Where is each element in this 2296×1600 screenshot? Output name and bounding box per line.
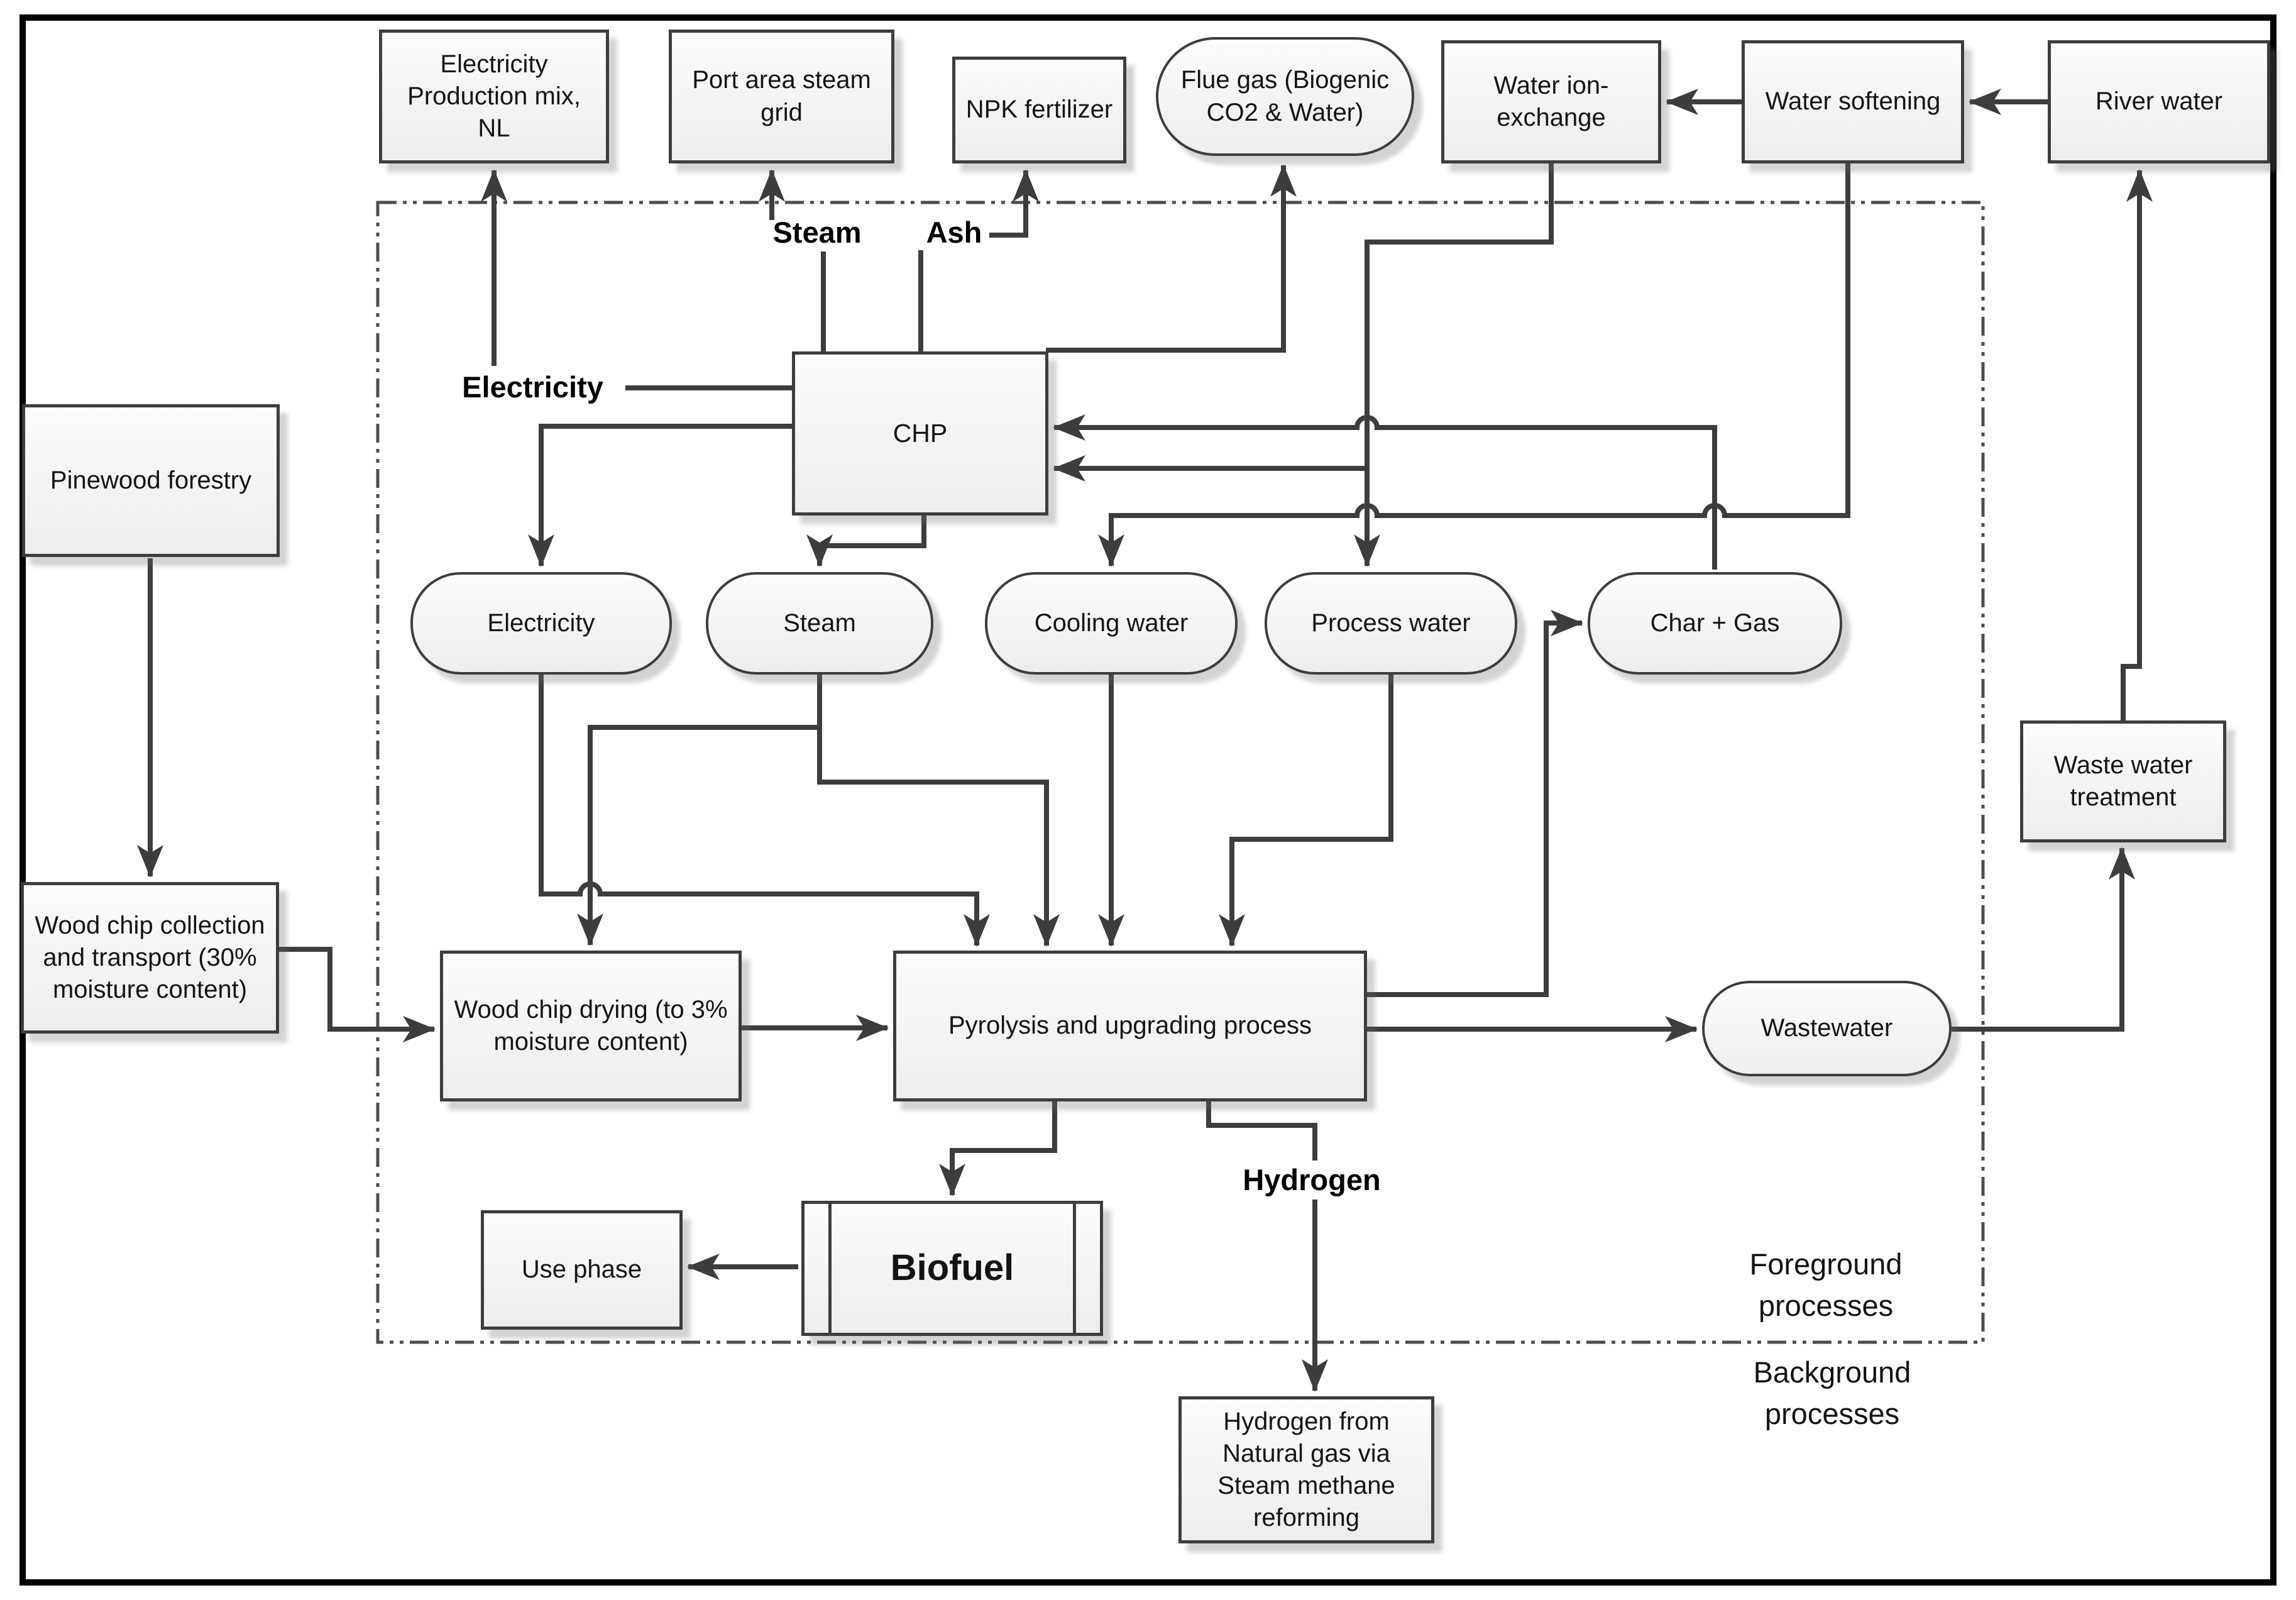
- node-char-gas: Char + Gas: [1588, 572, 1842, 675]
- arrow-char-gas-to-chp: [1053, 414, 1717, 570]
- arrow-pyrolysis-to-biofuel: [939, 1101, 1057, 1196]
- arrow-chp-to-electricity-carrier: [528, 424, 792, 567]
- node-flue-gas: Flue gas (Biogenic CO2 & Water): [1156, 37, 1414, 156]
- node-label: River water: [2095, 87, 2223, 116]
- node-label: Wastewater: [1760, 1014, 1893, 1042]
- node-pyrolysis: Pyrolysis and upgrading process: [893, 951, 1367, 1101]
- node-label: Biofuel: [890, 1247, 1014, 1289]
- node-wood-chip-collection: Wood chip collection and transport (30% …: [21, 882, 279, 1034]
- node-label: Pinewood forestry: [50, 466, 252, 494]
- node-label: Water softening: [1765, 87, 1941, 116]
- label-ash: Ash: [910, 214, 998, 251]
- node-wood-chip-drying: Wood chip drying (to 3% moisture content…: [440, 951, 742, 1101]
- arrow-pyrolysis-to-char-gas: [1367, 610, 1583, 997]
- node-hydrogen-smr: Hydrogen from Natural gas via Steam meth…: [1178, 1396, 1434, 1543]
- node-process-water: Process water: [1265, 572, 1517, 675]
- arrow-chp-to-flue-gas: [1046, 164, 1297, 353]
- node-npk-fertilizer: NPK fertilizer: [952, 57, 1126, 163]
- arrow-process-water-to-pyrolysis: [1219, 675, 1393, 947]
- arrow-ion-exchange-to-process-water: [1354, 163, 1554, 567]
- label-text: Steam: [772, 216, 862, 250]
- label-foreground-processes: Foreground processes: [1691, 1244, 1961, 1335]
- node-use-phase: Use phase: [481, 1210, 683, 1330]
- node-label: Hydrogen from Natural gas via Steam meth…: [1217, 1407, 1395, 1532]
- node-label: Char + Gas: [1650, 609, 1780, 637]
- predefined-process-bar: [1073, 1204, 1076, 1333]
- label-text: Ash: [926, 216, 982, 250]
- node-label: Electricity Production mix, NL: [407, 50, 581, 143]
- figure-border: [19, 14, 2277, 1586]
- arrow-steam-carrier-to-drying: [577, 675, 822, 946]
- node-label: Steam: [783, 609, 856, 637]
- node-steam-carrier: Steam: [706, 572, 933, 675]
- node-electricity-carrier: Electricity: [410, 572, 672, 675]
- node-label: Pyrolysis and upgrading process: [948, 1012, 1312, 1040]
- node-waste-water-treatment: Waste water treatment: [2020, 720, 2226, 842]
- label-background-processes: Background processes: [1697, 1352, 1967, 1443]
- node-label: Flue gas (Biogenic CO2 & Water): [1180, 66, 1390, 126]
- node-water-softening: Water softening: [1742, 40, 1964, 163]
- arrow-wastewater-to-treatment: [1952, 847, 2135, 1032]
- arrow-softening-to-cooling-water: [1098, 163, 1850, 567]
- node-label: Water ion-exchange: [1493, 71, 1609, 131]
- node-port-area-steam-grid: Port area steam grid: [669, 30, 894, 163]
- label-text: Background processes: [1753, 1355, 1911, 1430]
- node-label: NPK fertilizer: [965, 96, 1113, 124]
- label-hydrogen: Hydrogen: [1224, 1161, 1400, 1200]
- node-label: Process water: [1311, 609, 1471, 637]
- node-label: Wood chip collection and transport (30% …: [35, 911, 265, 1004]
- node-river-water: River water: [2048, 40, 2270, 163]
- node-label: CHP: [893, 419, 948, 448]
- arrow-chp-to-steam-carrier: [806, 516, 926, 567]
- arrow-steam-carrier-to-pyrolysis: [817, 727, 1060, 947]
- node-cooling-water: Cooling water: [985, 572, 1238, 675]
- label-text: Hydrogen: [1243, 1163, 1381, 1197]
- node-label: Wood chip drying (to 3% moisture content…: [454, 995, 728, 1056]
- arrow-electricity-carrier-to-pyrolysis: [539, 675, 990, 947]
- node-label: Use phase: [521, 1255, 642, 1284]
- predefined-process-bar: [828, 1204, 832, 1333]
- node-label: Waste water treatment: [2053, 751, 2193, 811]
- arrow-ash-to-npk: [989, 169, 1039, 238]
- label-steam: Steam: [751, 214, 883, 251]
- node-chp: CHP: [792, 351, 1048, 516]
- node-wastewater: Wastewater: [1702, 981, 1952, 1076]
- label-electricity: Electricity: [440, 367, 625, 407]
- arrow-pyrolysis-to-hydrogen-smr: [1206, 1101, 1328, 1392]
- arrow-treatment-to-river-water: [2121, 169, 2153, 720]
- node-label: Port area steam grid: [692, 66, 871, 126]
- node-water-ion-exchange: Water ion-exchange: [1441, 40, 1661, 163]
- node-pinewood-forestry: Pinewood forestry: [22, 404, 280, 557]
- arrow-collection-to-drying: [279, 947, 436, 1042]
- label-text: Foreground processes: [1749, 1247, 1903, 1322]
- node-label: Cooling water: [1034, 609, 1189, 637]
- node-electricity-production-mix: Electricity Production mix, NL: [379, 30, 609, 163]
- node-biofuel: Biofuel: [801, 1201, 1103, 1336]
- node-label: Electricity: [487, 609, 595, 637]
- label-text: Electricity: [462, 370, 603, 404]
